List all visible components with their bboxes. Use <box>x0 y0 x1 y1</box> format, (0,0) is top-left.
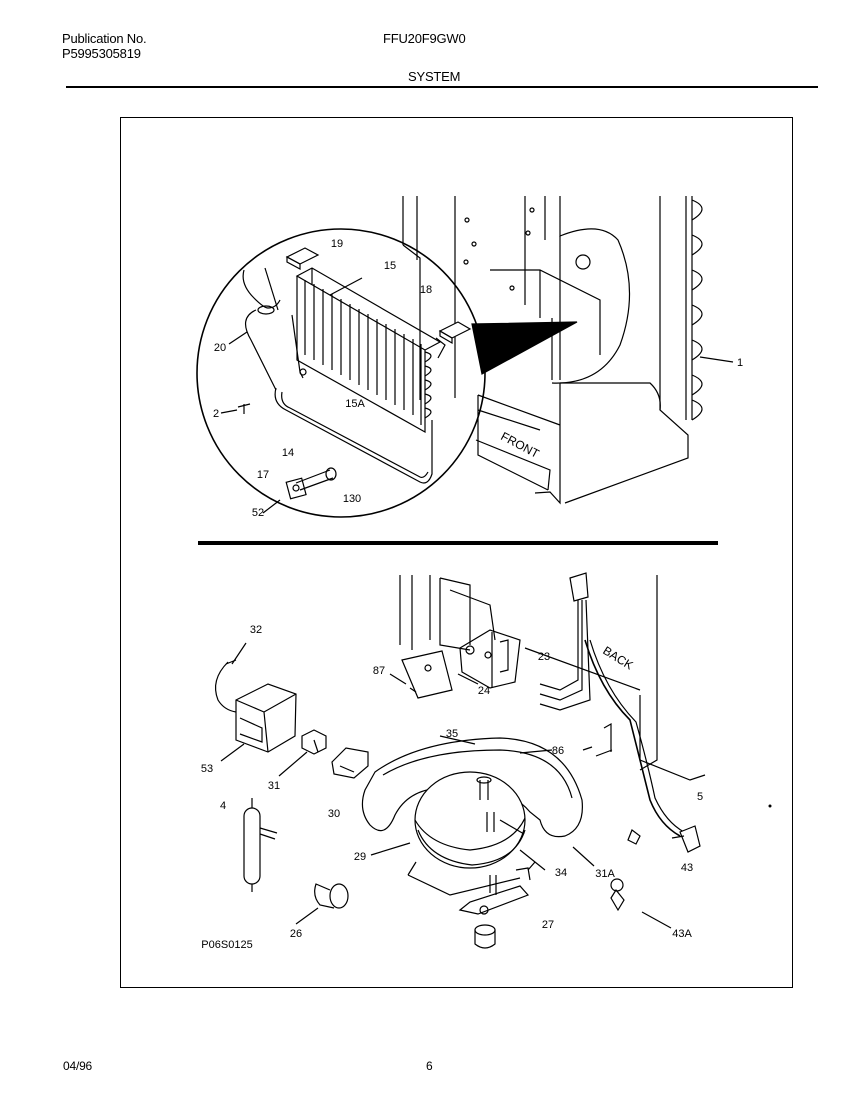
model-number: FFU20F9GW0 <box>383 31 466 46</box>
callout-87: 87 <box>372 665 386 677</box>
page-number: 6 <box>426 1059 433 1073</box>
callout-31: 31 <box>267 780 281 792</box>
callout-43a: 43A <box>672 928 692 940</box>
section-separator <box>198 541 718 545</box>
bolt-130 <box>295 469 334 491</box>
grommet-27 <box>474 924 496 936</box>
callout-52: 52 <box>251 507 265 519</box>
callout-43: 43 <box>680 862 694 874</box>
callout-15a: 15A <box>345 398 365 410</box>
evaporator <box>295 267 446 434</box>
plug-43 <box>679 825 701 853</box>
relay-31 <box>301 729 327 755</box>
callout-31a: 31A <box>595 868 615 880</box>
callout-86: 86 <box>551 745 565 757</box>
heater-14 <box>274 387 433 484</box>
condenser-coil <box>685 196 734 421</box>
callout-27: 27 <box>541 919 555 931</box>
washer-52 <box>285 477 307 500</box>
callout-18: 18 <box>419 284 433 296</box>
callout-26: 26 <box>289 928 303 940</box>
cabinet-back <box>399 575 706 781</box>
callout-24: 24 <box>477 685 491 697</box>
footer-date: 04/96 <box>63 1059 93 1073</box>
callout-20: 20 <box>213 342 227 354</box>
small-clip <box>627 829 641 845</box>
relay-23 <box>459 629 521 689</box>
cabinet-outline <box>402 196 689 505</box>
overload-53 <box>235 683 297 753</box>
callout-34: 34 <box>554 867 568 879</box>
zoom-wedge <box>471 321 578 375</box>
zoom-circle <box>196 228 486 518</box>
clip-86 <box>595 722 613 757</box>
callout-19: 19 <box>330 238 344 250</box>
callout-17: 17 <box>256 469 270 481</box>
power-cord <box>584 639 681 837</box>
callout-1: 1 <box>736 357 744 369</box>
defrost-wire <box>242 269 281 309</box>
callout-5: 5 <box>696 791 704 803</box>
drier-4 <box>243 807 261 885</box>
callout-35: 35 <box>445 728 459 740</box>
speck <box>768 804 772 808</box>
bracket-24 <box>401 650 453 699</box>
connector <box>569 572 589 602</box>
wire-32 <box>215 661 237 713</box>
capacitor-26 <box>329 883 349 909</box>
pad-19 <box>285 247 320 265</box>
publication-label: Publication No. <box>62 31 147 46</box>
clip-2 <box>237 403 251 414</box>
callout-2: 2 <box>212 408 220 420</box>
clip-43a <box>610 888 625 912</box>
header-rule <box>66 86 818 88</box>
callout-14: 14 <box>281 447 295 459</box>
section-title: SYSTEM <box>408 69 461 84</box>
drawing-number: P06S0125 <box>201 939 253 951</box>
callout-15: 15 <box>383 260 397 272</box>
callout-23: 23 <box>537 651 551 663</box>
callout-29: 29 <box>353 851 367 863</box>
publication-number: P5995305819 <box>62 46 141 61</box>
diagram-frame <box>120 117 793 988</box>
compressor <box>361 737 583 915</box>
callout-32: 32 <box>249 624 263 636</box>
callout-130: 130 <box>342 493 362 505</box>
callout-4: 4 <box>219 800 227 812</box>
callout-30: 30 <box>327 808 341 820</box>
callout-53: 53 <box>200 763 214 775</box>
pad-18 <box>438 321 472 339</box>
cover-30 <box>331 747 369 779</box>
